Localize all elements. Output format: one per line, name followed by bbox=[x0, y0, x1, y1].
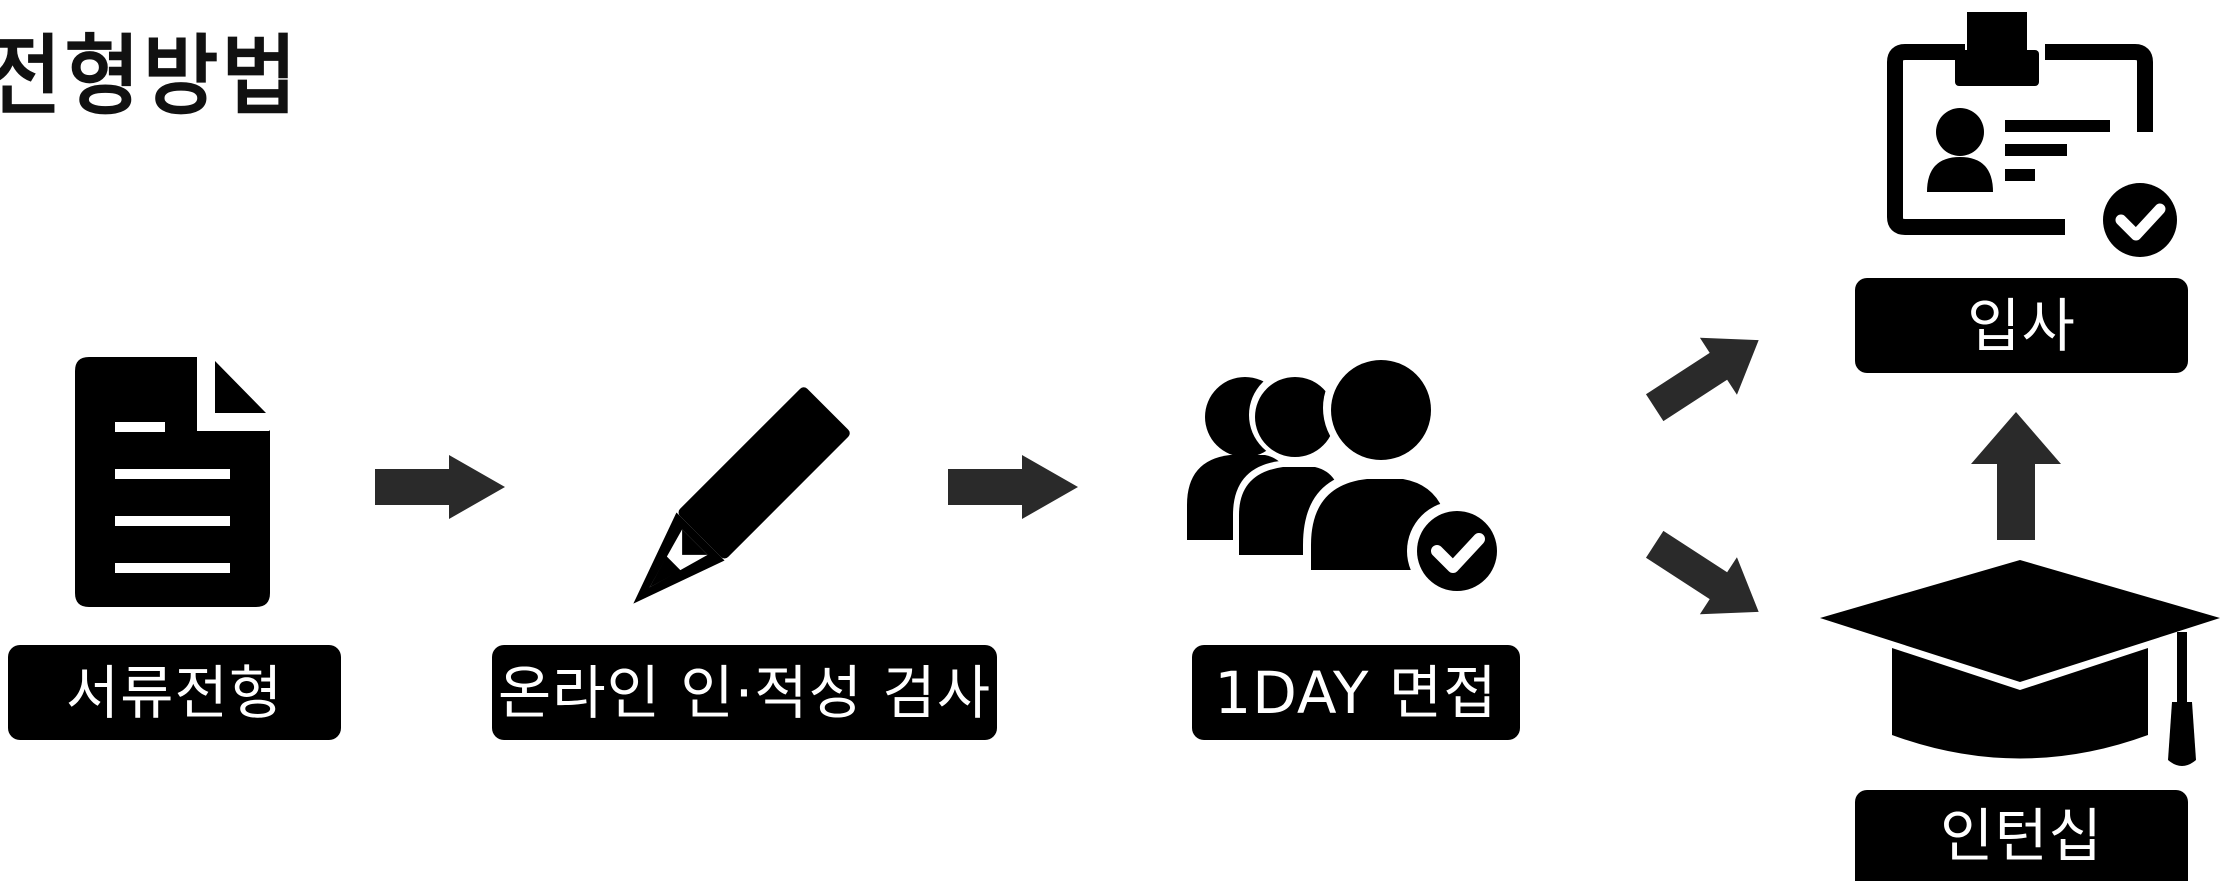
step-label-online-aptitude-test: 온라인 인·적성 검사 bbox=[492, 645, 997, 740]
arrow-up-right-icon bbox=[1645, 337, 1759, 422]
graduation-cap-icon bbox=[1820, 560, 2220, 766]
step-label-document-screening: 서류전형 bbox=[8, 645, 341, 740]
pencil-icon bbox=[633, 387, 850, 604]
people-check-icon bbox=[1187, 350, 1507, 601]
arrow-up-icon bbox=[1971, 412, 2061, 540]
step-label-1day-interview: 1DAY 면접 bbox=[1192, 645, 1520, 740]
arrow-down-right-icon bbox=[1645, 530, 1759, 615]
arrow-right-icon bbox=[948, 455, 1078, 519]
outcome-label-internship: 인턴십 bbox=[1855, 790, 2188, 881]
arrow-right-icon bbox=[375, 455, 505, 519]
document-icon bbox=[75, 357, 270, 607]
outcome-label-hire: 입사 bbox=[1855, 278, 2188, 373]
page-title: 전형방법 bbox=[0, 26, 300, 128]
id-badge-check-icon bbox=[1887, 12, 2186, 266]
